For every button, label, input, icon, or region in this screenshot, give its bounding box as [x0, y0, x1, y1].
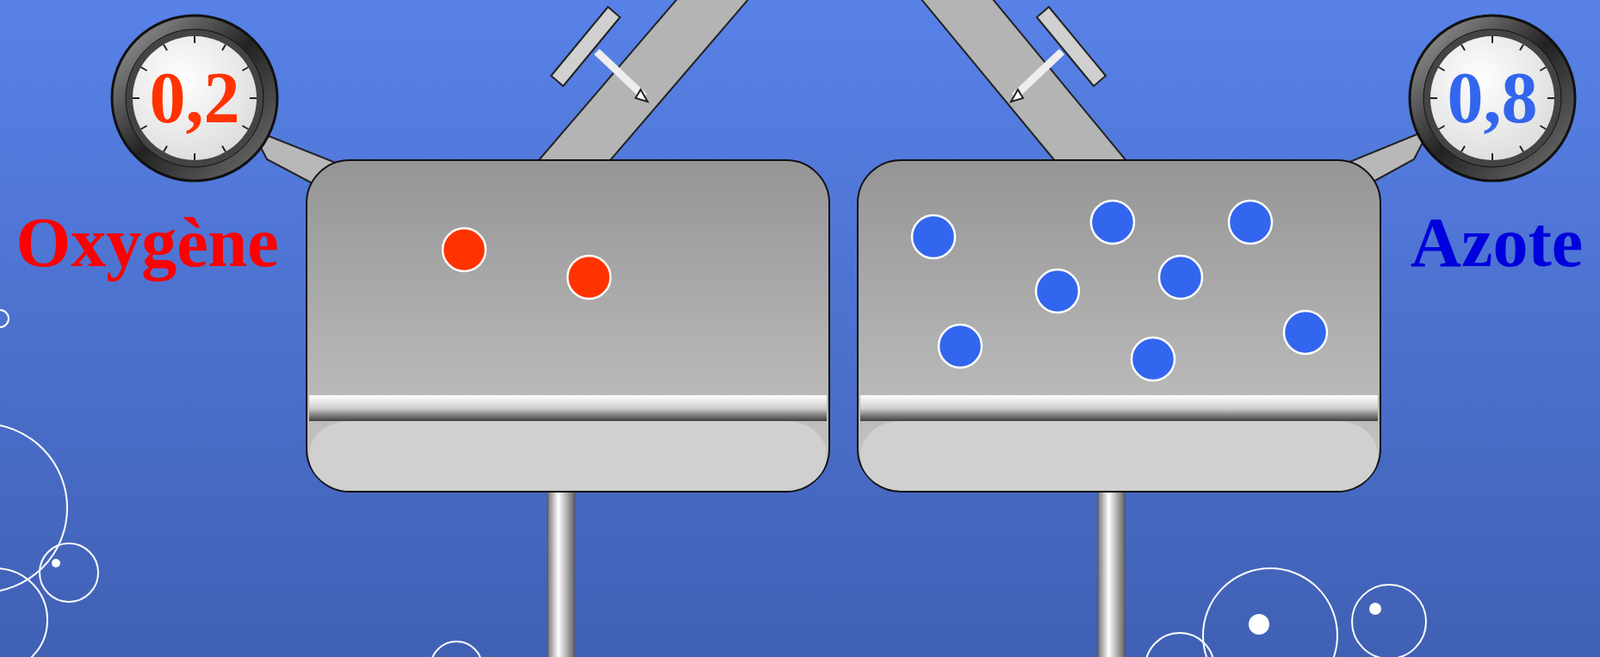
gauge-tick: [1519, 145, 1524, 152]
gauge-value: 0,2: [149, 62, 241, 135]
gauge-tick: [1430, 97, 1438, 100]
gauge-tick: [141, 67, 148, 71]
gauge-tick: [1491, 153, 1494, 161]
gas-label: Oxygène: [15, 207, 279, 279]
pressure-gauge: 0,2: [132, 36, 257, 161]
gauge-tick: [1461, 44, 1465, 51]
gauge-tick: [222, 145, 226, 152]
gauge-tick: [1519, 44, 1524, 51]
gauge-value: 0,8: [1447, 62, 1538, 135]
pressure-gauge: 0,8: [1430, 36, 1555, 161]
gauge-tick: [1547, 97, 1555, 100]
gauge-tick: [193, 153, 196, 161]
gas-label: Azote: [1410, 207, 1583, 279]
gauge-tick: [241, 67, 249, 71]
gauge-tick: [1438, 67, 1445, 71]
gauge-tick: [141, 125, 148, 130]
gauge-tick: [241, 125, 249, 130]
gauge-tick: [1438, 125, 1445, 130]
gauge-tick: [1491, 36, 1494, 44]
gauge-tick: [1539, 125, 1546, 130]
gauge-tick: [163, 44, 168, 51]
gauge-tick: [1539, 67, 1546, 71]
gauge-tick: [249, 97, 257, 100]
gauge-tick: [1461, 145, 1465, 152]
gauge-tick: [222, 44, 226, 51]
gauge-tick: [163, 145, 168, 152]
gauge-tick: [193, 36, 196, 44]
gauge-tick: [132, 97, 140, 100]
